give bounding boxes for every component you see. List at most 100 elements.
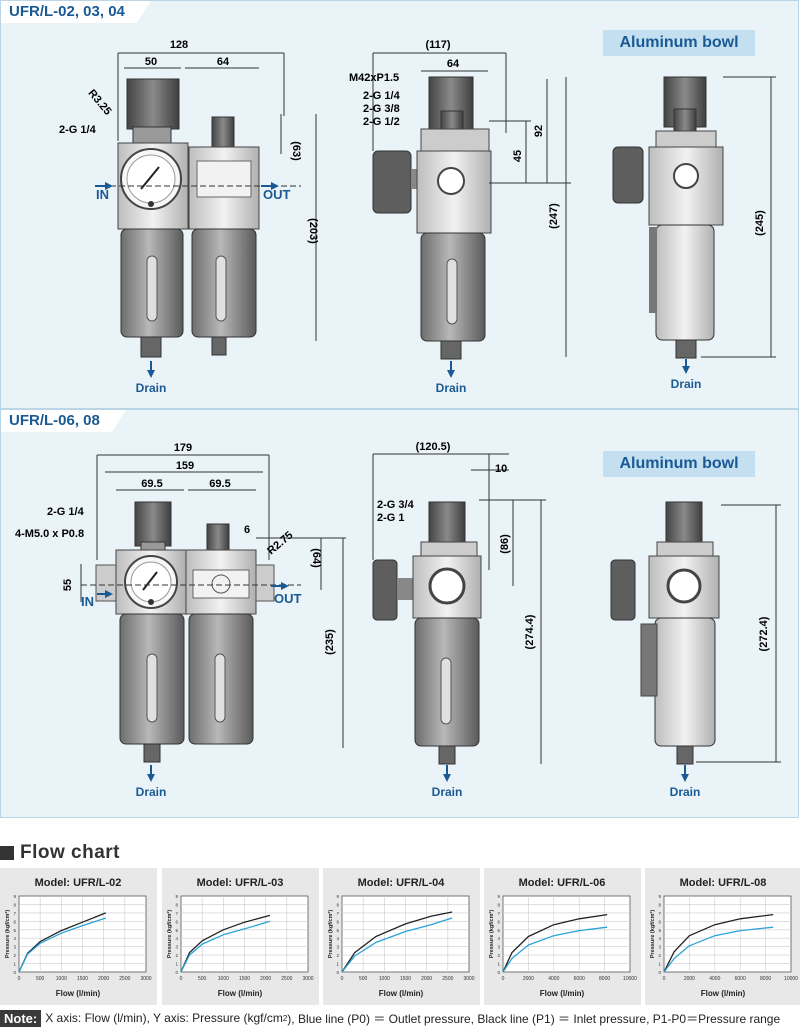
dim-64: (64): [310, 548, 322, 568]
x-tick-label: 10000: [623, 976, 637, 982]
note-text-a: X axis: Flow (l/min), Y axis: Pressure (…: [45, 1011, 283, 1025]
dim-245: (245): [754, 210, 766, 236]
y-tick-label: 4: [13, 936, 16, 941]
y-tick-label: 1: [658, 962, 661, 967]
dim-159: 159: [176, 460, 194, 472]
x-tick-label: 500: [359, 976, 368, 982]
x-tick-label: 0: [341, 976, 344, 982]
x-tick-label: 0: [502, 976, 505, 982]
y-tick-label: 0: [658, 970, 661, 975]
y-axis-label: Pressure (kgf/cm²): [649, 910, 656, 958]
x-tick-label: 4000: [709, 976, 720, 982]
y-tick-label: 0: [497, 970, 500, 975]
plot-area: [502, 895, 631, 973]
y-tick-label: 4: [336, 936, 339, 941]
dim-g14: 2-G 1/4: [47, 506, 85, 518]
drain-arrow-icon: [147, 774, 155, 782]
note-sup: 2: [282, 1013, 288, 1023]
y-tick-label: 1: [175, 962, 178, 967]
y-tick-label: 3: [497, 945, 500, 950]
drain-arrow-icon: [681, 774, 689, 782]
x-tick-label: 0: [663, 976, 666, 982]
dim-120-5: (120.5): [416, 441, 451, 453]
y-tick-label: 9: [336, 894, 339, 899]
drain-arrow-icon: [443, 774, 451, 782]
drain-arrow-icon: [447, 370, 455, 378]
drain-label: Drain: [671, 377, 702, 391]
out-arrow-icon: [281, 582, 289, 590]
section-ufrl-06-08: UFR/L-06, 08 Aluminum bowl: [0, 409, 799, 818]
front-view-regulator: [95, 501, 187, 763]
y-axis-label: Pressure (kgf/cm²): [488, 910, 495, 958]
section-ufrl-02-03-04: UFR/L-02, 03, 04 Aluminum bowl: [0, 0, 799, 409]
y-tick-label: 7: [497, 911, 500, 916]
y-tick-label: 7: [336, 911, 339, 916]
dim-g14: 2-G 1/4: [59, 124, 97, 136]
y-tick-label: 0: [13, 970, 16, 975]
diagram-ufrl-02: 128 50 64 R3.25 2-G 1/4 (63) (203) IN OU…: [59, 39, 776, 395]
x-axis-label: Flow (l/min): [379, 989, 424, 998]
dim-64: 64: [217, 56, 230, 68]
y-tick-label: 4: [658, 936, 661, 941]
inlet-pressure-line: [663, 913, 774, 973]
y-axis-label: Pressure (kgf/cm²): [327, 910, 334, 958]
x-axis-label: Flow (l/min): [218, 989, 263, 998]
dim-45: 45: [512, 150, 524, 162]
y-tick-label: 3: [13, 945, 16, 950]
dim-r275: R2.75: [265, 529, 295, 557]
x-tick-label: 2500: [442, 976, 453, 982]
side-view: [372, 76, 492, 360]
y-axis-label: Pressure (kgf/cm²): [166, 910, 173, 958]
dim-247: (247): [548, 203, 560, 229]
out-label: OUT: [263, 187, 291, 202]
dim-m42: M42xP1.5: [349, 72, 399, 84]
drain-label: Drain: [136, 785, 167, 799]
y-tick-label: 7: [175, 911, 178, 916]
side-view: [372, 501, 482, 765]
dim-86: (86): [499, 534, 511, 554]
y-tick-label: 5: [13, 928, 16, 933]
drain-label: Drain: [136, 381, 167, 395]
y-tick-label: 0: [336, 970, 339, 975]
x-tick-label: 1500: [400, 976, 411, 982]
x-tick-label: 0: [18, 976, 21, 982]
x-tick-label: 8000: [760, 976, 771, 982]
x-tick-label: 3000: [302, 976, 313, 982]
y-tick-label: 8: [336, 902, 339, 907]
y-tick-label: 2: [13, 953, 16, 958]
dim-235: (235): [324, 629, 336, 655]
y-tick-label: 9: [497, 894, 500, 899]
chart-title: Model: UFR/L-08: [680, 877, 767, 889]
dim-g34: 2-G 3/4: [377, 499, 415, 511]
x-tick-label: 3000: [463, 976, 474, 982]
drain-label: Drain: [436, 381, 467, 395]
x-tick-label: 1500: [77, 976, 88, 982]
y-tick-label: 9: [658, 894, 661, 899]
dim-64-side: 64: [447, 58, 460, 70]
dim-g1: 2-G 1: [377, 512, 405, 524]
x-tick-label: 2000: [98, 976, 109, 982]
x-tick-label: 1500: [239, 976, 250, 982]
dim-203: (203): [307, 218, 319, 244]
front-view-regulator: [117, 78, 189, 358]
dim-272-4: (272.4): [758, 616, 770, 651]
x-tick-label: 10000: [784, 976, 798, 982]
dim-63: (63): [290, 141, 302, 161]
y-tick-label: 8: [497, 902, 500, 907]
dim-r325: R3.25: [85, 87, 113, 117]
y-tick-label: 4: [497, 936, 500, 941]
flow-chart-heading: Flow chart: [0, 842, 120, 864]
y-tick-label: 8: [13, 902, 16, 907]
chart-title: Model: UFR/L-03: [197, 877, 284, 889]
x-axis-label: Flow (l/min): [56, 989, 101, 998]
flow-chart-title: Flow chart: [20, 842, 121, 863]
x-tick-label: 0: [180, 976, 183, 982]
in-arrow-icon: [105, 590, 113, 598]
dim-128: 128: [170, 39, 188, 51]
aluminum-bowl-label: Aluminum bowl: [603, 30, 755, 56]
y-tick-label: 6: [336, 919, 339, 924]
